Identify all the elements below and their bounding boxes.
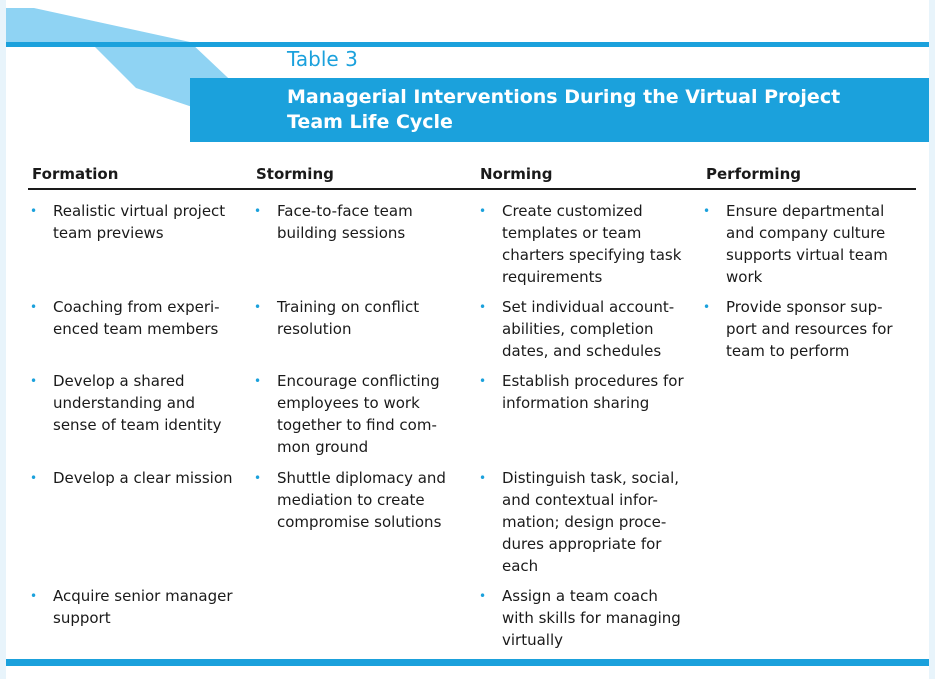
bullet-icon: •	[479, 589, 487, 603]
bullet-icon: •	[254, 300, 262, 314]
table-cell: • Coaching from experi- enced team member…	[30, 296, 253, 340]
table-cell: • Distinguish task, social, and contextua…	[479, 467, 702, 577]
table-cell: • Training on conflict resolution	[254, 296, 477, 340]
table-cell: • Acquire senior manager support	[30, 585, 253, 629]
cell-text: Coaching from experi- enced team members	[53, 298, 220, 338]
cell-text: Distinguish task, social, and contextual…	[502, 469, 680, 575]
table-cell: • Assign a team coach with skills for man…	[479, 585, 702, 651]
cell-text: Provide sponsor sup- port and resources …	[726, 298, 893, 360]
cell-text: Assign a team coach with skills for mana…	[502, 587, 681, 649]
bullet-icon: •	[703, 300, 711, 314]
cell-text: Develop a shared understanding and sense…	[53, 372, 222, 434]
cell-text: Ensure departmental and company culture …	[726, 202, 888, 286]
table-cell: • Develop a shared understanding and sens…	[30, 370, 253, 436]
top-rule	[6, 42, 929, 47]
cell-text: Training on conflict resolution	[277, 298, 420, 338]
cell-text: Encourage conflicting employees to work …	[277, 372, 440, 456]
cell-text: Face-to-face team building sessions	[277, 202, 413, 242]
cell-text: Realistic virtual project team previews	[53, 202, 226, 242]
table-cell: • Realistic virtual project team previews	[30, 200, 253, 244]
title-band	[190, 78, 929, 142]
column-header-norming: Norming	[480, 165, 553, 183]
table-cell: • Establish procedures for information sh…	[479, 370, 702, 414]
table-cell: • Provide sponsor sup- port and resources…	[703, 296, 926, 362]
bullet-icon: •	[479, 374, 487, 388]
table-cell: • Face-to-face team building sessions	[254, 200, 477, 244]
table-label: Table 3	[287, 47, 358, 71]
header-rule	[28, 188, 916, 190]
bullet-icon: •	[479, 300, 487, 314]
bullet-icon: •	[254, 204, 262, 218]
table-title: Managerial Interventions During the Virt…	[287, 86, 841, 133]
table-cell: • Ensure departmental and company culture…	[703, 200, 926, 288]
cell-text: Shuttle diplomacy and mediation to creat…	[277, 469, 446, 531]
column-header-formation: Formation	[32, 165, 119, 183]
cell-text: Establish procedures for information sha…	[502, 372, 684, 412]
bullet-icon: •	[30, 204, 38, 218]
bullet-icon: •	[30, 374, 38, 388]
cell-text: Set individual account- abilities, compl…	[502, 298, 675, 360]
table-cell: • Create customized templates or team cha…	[479, 200, 702, 288]
cell-text: Acquire senior manager support	[53, 587, 233, 627]
table-cell: • Set individual account- abilities, comp…	[479, 296, 702, 362]
column-header-performing: Performing	[706, 165, 801, 183]
bullet-icon: •	[30, 589, 38, 603]
bullet-icon: •	[703, 204, 711, 218]
bullet-icon: •	[254, 374, 262, 388]
bullet-icon: •	[30, 300, 38, 314]
table-cell: • Develop a clear mission	[30, 467, 253, 489]
bullet-icon: •	[479, 471, 487, 485]
cell-text: Develop a clear mission	[53, 469, 233, 487]
bottom-rule	[6, 659, 929, 666]
table-cell: • Shuttle diplomacy and mediation to crea…	[254, 467, 477, 533]
table-cell: • Encourage conflicting employees to work…	[254, 370, 477, 458]
column-header-storming: Storming	[256, 165, 334, 183]
bullet-icon: •	[30, 471, 38, 485]
cell-text: Create customized templates or team char…	[502, 202, 682, 286]
bullet-icon: •	[479, 204, 487, 218]
bullet-icon: •	[254, 471, 262, 485]
